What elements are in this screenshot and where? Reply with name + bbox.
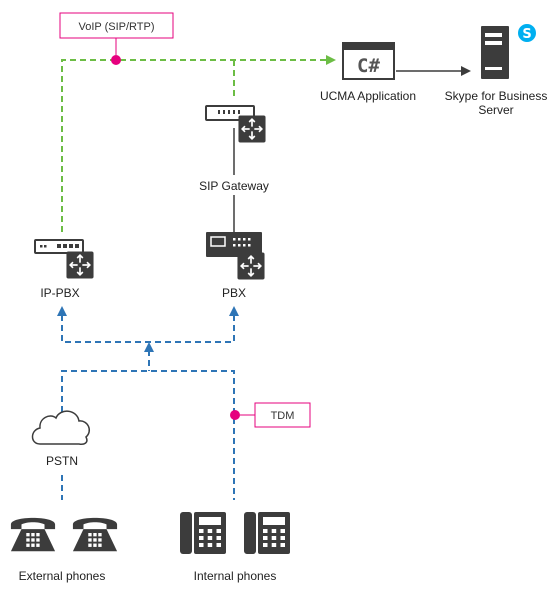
- tdm-marker-dot: [230, 410, 240, 420]
- ip-pbx-switch-icon: [34, 239, 94, 279]
- gateway-switch-icon: [205, 105, 266, 143]
- tdm-arrowheads: [57, 306, 239, 352]
- pbx-switch-icon: [206, 232, 265, 280]
- tdm-tag-box: [254, 402, 311, 428]
- ucma-to-skype-arrowhead: [461, 66, 471, 76]
- external-phone-2-icon: [72, 517, 118, 552]
- voip-connection-lines: [61, 59, 326, 232]
- voip-tag-box: [59, 12, 174, 39]
- skype-server-label-line2: Server: [478, 103, 513, 117]
- tdm-tag-label: TDM: [271, 410, 295, 422]
- skype-server-label-line1: Skype for Business: [445, 89, 548, 103]
- internal-phone-2-icon: [244, 512, 290, 554]
- ucma-application-label: UCMA Application: [320, 89, 416, 103]
- skype-logo-glyph: S: [522, 27, 531, 42]
- sip-gateway-label: SIP Gateway: [199, 179, 269, 193]
- skype-logo-icon: S: [516, 22, 538, 44]
- external-phone-1-icon: [10, 517, 56, 552]
- pbx-label: PBX: [222, 286, 246, 300]
- ip-pbx-label: IP-PBX: [40, 286, 79, 300]
- solid-connection-lines: [233, 70, 463, 232]
- csharp-glyph: C#: [357, 55, 380, 77]
- cloud-icon: [31, 410, 90, 445]
- csharp-application-icon: C#: [342, 42, 395, 80]
- server-icon: [481, 26, 509, 79]
- voip-tag-label: VoIP (SIP/RTP): [78, 21, 154, 33]
- voip-marker-dot: [111, 55, 121, 65]
- internal-phones-label: Internal phones: [194, 569, 277, 583]
- tdm-connection-lines: [61, 315, 235, 500]
- pstn-label: PSTN: [46, 454, 78, 468]
- voip-arrowhead: [326, 55, 336, 65]
- external-phones-label: External phones: [19, 569, 106, 583]
- internal-phone-1-icon: [180, 512, 226, 554]
